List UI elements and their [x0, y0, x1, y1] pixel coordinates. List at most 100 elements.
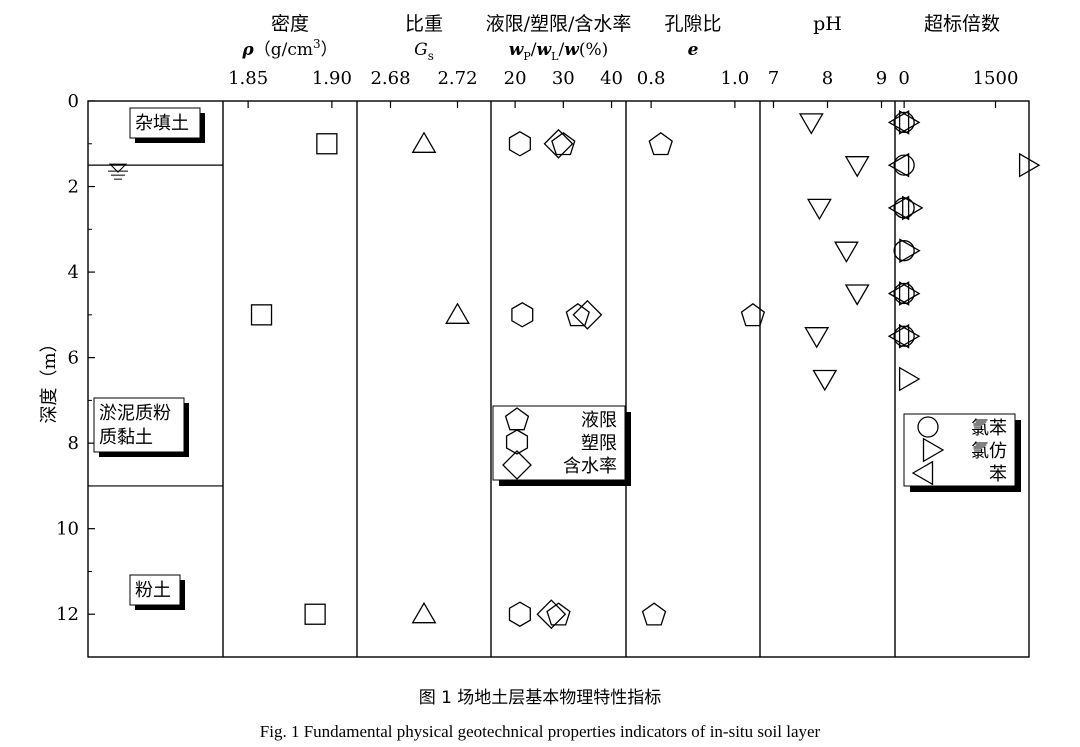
data-point-triangle-right — [898, 366, 921, 392]
series-液限 — [546, 131, 590, 626]
data-point-triangle-down — [833, 241, 859, 263]
layer-label-1: 杂填土 — [129, 107, 205, 143]
data-point-triangle-right — [898, 281, 921, 306]
data-point-circle — [893, 111, 915, 134]
data-point-triangle-left — [887, 195, 910, 221]
legend-marker-triangle-right — [922, 437, 945, 463]
data-point-pentagon — [565, 302, 590, 327]
x-tick-label: 1500 — [973, 68, 1019, 89]
data-point-hexagon — [508, 131, 531, 157]
data-point-triangle-up — [411, 601, 437, 624]
x-tick-label: 1.90 — [312, 68, 352, 89]
panel-subtitle: Gs — [414, 40, 434, 63]
y-tick-label: 4 — [68, 262, 79, 283]
data-point-pentagon — [546, 602, 571, 626]
series-含水率 — [536, 128, 603, 630]
panel-title: 密度 — [271, 13, 309, 35]
data-point-square — [250, 304, 273, 326]
series-氯仿 — [898, 109, 1041, 392]
data-point-triangle-right — [1018, 152, 1041, 178]
data-point-pentagon — [641, 602, 667, 626]
x-tick-label: 1.85 — [228, 68, 268, 89]
x-tick-label: 2.68 — [370, 68, 410, 89]
legend-marker-circle — [917, 416, 939, 438]
layer-name: 杂填土 — [135, 113, 189, 134]
data-point-triangle-down — [812, 369, 838, 392]
data-point-hexagon — [508, 601, 531, 627]
data-point-triangle-right — [898, 323, 921, 349]
data-point-pentagon — [740, 302, 766, 327]
data-point-triangle-left — [887, 152, 910, 178]
layer-name: 淤泥质粉 — [99, 403, 171, 424]
layer-name: 粉土 — [135, 580, 171, 601]
panel-subtitle: wP/wL/w(%) — [509, 40, 609, 63]
groundwater-symbol — [108, 163, 128, 180]
series-苯 — [887, 109, 910, 349]
data-point-triangle-left — [887, 109, 910, 135]
series-1 — [250, 133, 338, 625]
x-tick-label: 9 — [876, 68, 887, 89]
data-point-triangle-down — [844, 284, 870, 306]
data-point-triangle-down — [804, 327, 830, 349]
legend-label: 苯 — [989, 464, 1007, 485]
layer-name: 质黏土 — [99, 427, 153, 448]
panel-title: pH — [813, 13, 842, 35]
data-point-hexagon — [511, 302, 534, 328]
x-tick-label: 30 — [552, 68, 575, 89]
plot-frame — [87, 100, 1030, 658]
series-塑限 — [508, 131, 534, 627]
series-1 — [641, 131, 766, 626]
panel-subtitle: e — [688, 40, 699, 60]
data-point-square — [304, 603, 326, 625]
x-tick-label: 40 — [600, 68, 623, 89]
data-point-triangle-left — [887, 323, 910, 349]
data-point-diamond — [536, 599, 567, 630]
legend-box — [492, 405, 626, 481]
y-tick-label: 10 — [56, 519, 79, 540]
x-tick-label: 8 — [822, 68, 833, 89]
legend-label: 含水率 — [563, 456, 617, 477]
x-tick-label: 2.72 — [437, 68, 477, 89]
legend-marker-diamond — [502, 450, 532, 480]
legend-label: 塑限 — [581, 433, 617, 454]
legend-label: 氯苯 — [971, 418, 1007, 439]
legend-marker-triangle-left — [911, 460, 934, 486]
data-point-triangle-up — [411, 131, 437, 153]
data-point-pentagon — [551, 131, 576, 156]
data-point-diamond — [572, 299, 603, 330]
y-tick-label: 6 — [68, 348, 79, 369]
data-point-square — [316, 133, 338, 155]
data-point-circle — [893, 154, 915, 176]
data-point-triangle-down — [798, 113, 824, 135]
data-point-circle — [893, 282, 915, 305]
data-point-pentagon — [648, 131, 673, 156]
legend-marker-hexagon — [505, 429, 529, 455]
soil-properties-figure: 024681012深度（m）杂填土淤泥质粉质黏土粉土密度ρ（g/cm3）1.85… — [39, 13, 1041, 658]
data-point-triangle-right — [902, 195, 924, 221]
panel-title: 孔隙比 — [664, 13, 721, 35]
label-box — [93, 397, 185, 453]
x-tick-label: 0.8 — [637, 68, 666, 89]
data-point-triangle-down — [844, 156, 870, 178]
panel-title: 比重 — [405, 13, 443, 35]
data-point-triangle-right — [899, 238, 921, 264]
legend-box — [903, 413, 1016, 487]
series-1 — [411, 131, 470, 624]
data-point-triangle-right — [898, 109, 921, 135]
series-氯苯 — [893, 111, 915, 347]
data-point-circle — [893, 240, 915, 262]
label-box — [129, 574, 181, 606]
legend-label: 液限 — [581, 410, 617, 431]
panel-title: 液限/塑限/含水率 — [486, 13, 632, 35]
panel-2: 比重 Gs2.68 2.72 — [370, 13, 478, 624]
data-point-triangle-left — [887, 281, 910, 306]
panel-subtitle: ρ（g/cm3） — [241, 37, 337, 60]
panel-1: 密度ρ（g/cm3） 1.85 1.90 — [228, 13, 352, 625]
